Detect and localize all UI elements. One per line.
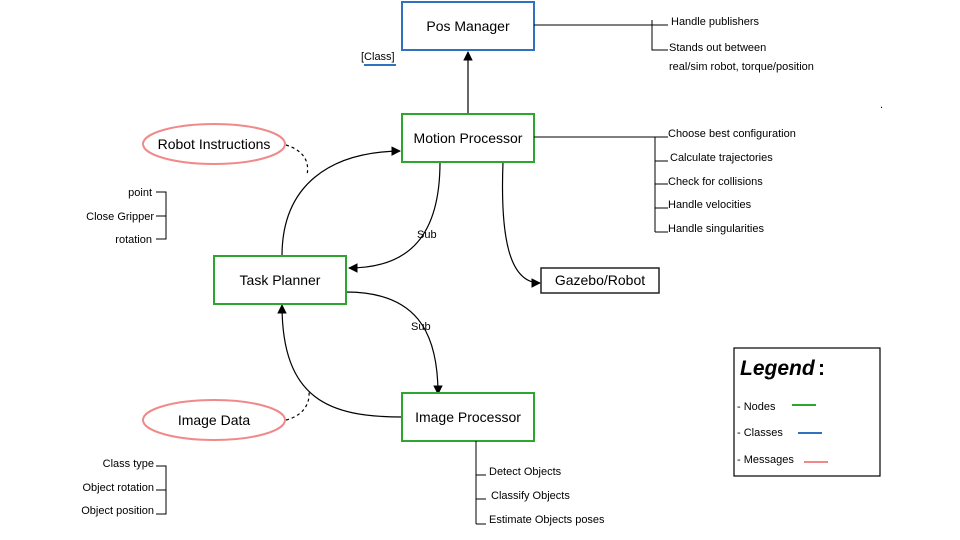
image-processor-notes: Detect Objects Classify Objects Estimate… [475, 441, 605, 526]
legend: Legend : - Nodes - Classes - Messages [733, 347, 881, 477]
edge-task-to-motion [281, 146, 401, 257]
motion-processor-notes: Choose best configuration Calculate traj… [534, 128, 796, 235]
svg-text:[Class]: [Class] [361, 51, 395, 63]
edge-motion-to-task [348, 161, 441, 273]
svg-text:Stands out between: Stands out between [669, 42, 766, 54]
svg-text:Image Data: Image Data [178, 412, 251, 428]
legend-item-nodes: - Nodes [737, 401, 776, 413]
svg-text:Task Planner: Task Planner [240, 272, 321, 288]
node-gazebo-robot[interactable]: Gazebo/Robot [540, 267, 660, 294]
node-motion-processor[interactable]: Motion Processor [401, 113, 535, 163]
node-task-planner[interactable]: Task Planner [213, 255, 347, 305]
image-data-fields: Class type Object rotation Object positi… [81, 458, 167, 517]
message-robot-instructions[interactable]: Robot Instructions [142, 123, 286, 165]
legend-colon: : [818, 357, 825, 380]
edge-image-to-task [277, 304, 403, 418]
svg-text:Choose best configuration: Choose best configuration [668, 128, 796, 140]
svg-text:Classify Objects: Classify Objects [491, 490, 570, 502]
svg-text:Pos Manager: Pos Manager [426, 18, 510, 34]
svg-text:Handle velocities: Handle velocities [668, 199, 752, 211]
svg-text:Check for collisions: Check for collisions [668, 176, 763, 188]
svg-text:Calculate trajectories: Calculate trajectories [670, 152, 773, 164]
class-tag: [Class] [361, 51, 396, 66]
svg-text:Close Gripper: Close Gripper [86, 211, 154, 223]
svg-text:Handle publishers: Handle publishers [671, 16, 760, 28]
message-image-data[interactable]: Image Data [142, 399, 286, 441]
link-robot-instructions [285, 144, 309, 176]
node-image-processor[interactable]: Image Processor [401, 392, 535, 442]
svg-text:Robot Instructions: Robot Instructions [158, 136, 271, 152]
svg-text:point: point [128, 187, 152, 199]
node-pos-manager[interactable]: Pos Manager [401, 1, 535, 51]
svg-text:real/sim robot, torque/positio: real/sim robot, torque/position [669, 61, 814, 73]
svg-text:Object rotation: Object rotation [82, 482, 154, 494]
svg-text:rotation: rotation [115, 234, 152, 246]
pos-manager-notes: Handle publishers Stands out between rea… [534, 16, 814, 73]
svg-text:Gazebo/Robot: Gazebo/Robot [555, 272, 645, 288]
legend-item-classes: - Classes [737, 427, 783, 439]
svg-text:Class type: Class type [103, 458, 154, 470]
svg-text:Image Processor: Image Processor [415, 409, 521, 425]
svg-text:Object position: Object position [81, 505, 154, 517]
edge-task-to-image [345, 291, 443, 395]
edge-label-sub-bottom: Sub [411, 321, 431, 333]
legend-title: Legend [740, 357, 816, 380]
svg-text:Detect Objects: Detect Objects [489, 466, 562, 478]
svg-text:Motion Processor: Motion Processor [414, 130, 523, 146]
robot-instruction-fields: point Close Gripper rotation [86, 187, 167, 246]
legend-item-messages: - Messages [737, 454, 794, 466]
edge-label-sub-top: Sub [417, 229, 437, 241]
svg-text:Estimate Objects poses: Estimate Objects poses [489, 514, 605, 526]
edge-motion-to-gazebo [501, 161, 541, 288]
stray-dot: . [880, 99, 883, 111]
link-image-data [285, 391, 310, 421]
svg-text:Handle singularities: Handle singularities [668, 223, 764, 235]
